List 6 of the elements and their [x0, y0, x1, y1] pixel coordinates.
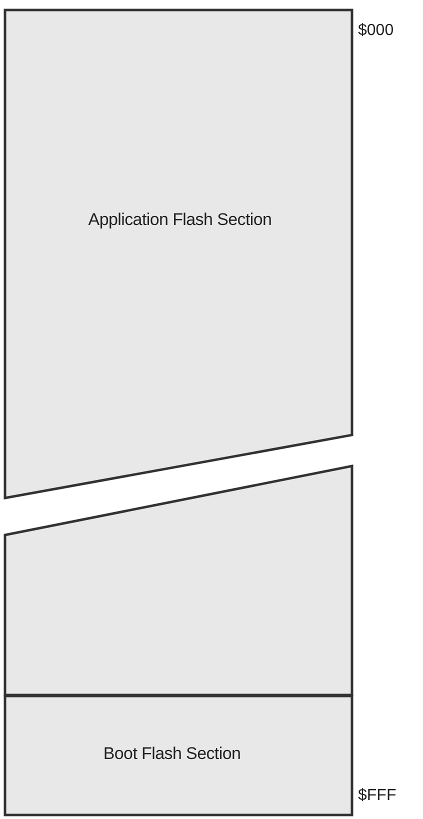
- section-label: Application Flash Section: [88, 210, 272, 230]
- address-label: $FFF: [358, 787, 396, 805]
- address-label: $000: [358, 22, 394, 40]
- section-label: Boot Flash Section: [103, 744, 241, 764]
- memory-section: [5, 466, 352, 695]
- memory-section: [5, 696, 352, 815]
